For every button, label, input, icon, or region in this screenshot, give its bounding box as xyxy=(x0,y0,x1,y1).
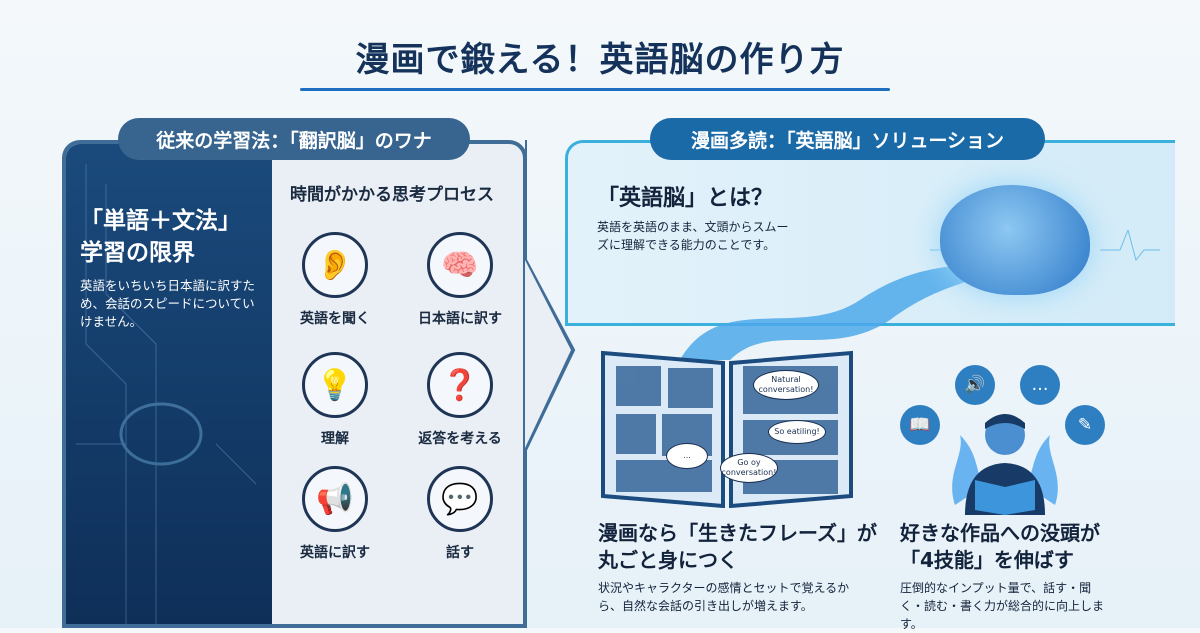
english-brain-description: 英語を英語のまま、文頭からスムーズに理解できる能力のことです。 xyxy=(597,220,789,252)
step-label: 英語に訳す xyxy=(300,545,370,561)
chat-icon: … xyxy=(1020,365,1060,405)
caption-living-phrases: 漫画なら「生きたフレーズ」が 丸ごと身につく 状況やキャラクターの感情とセットで… xyxy=(598,520,877,615)
megaphone-icon: 📢 xyxy=(302,466,368,532)
speech-bubble: Go oy conversation! xyxy=(720,453,778,483)
step-understand: 💡 理解 xyxy=(280,352,390,448)
brain-icon xyxy=(940,185,1090,295)
step-translate-english: 📢 英語に訳す xyxy=(280,466,390,562)
reading-person-icon xyxy=(952,414,1058,515)
step-think-reply: ❓ 返答を考える xyxy=(405,352,515,448)
caption-title-line1: 好きな作品への没頭が xyxy=(900,521,1100,545)
thinking-person-icon: ❓ xyxy=(427,352,493,418)
step-label: 日本語に訳す xyxy=(418,311,502,327)
speaker-icon: 🔊 xyxy=(955,365,995,405)
caption-four-skills: 好きな作品への没頭が 「4技能」を伸ばす 圧倒的なインプット量で、話す・聞く・読… xyxy=(900,520,1110,633)
speech-bubble: So eatiling! xyxy=(768,420,826,444)
english-brain-title: 「英語脳」とは？ xyxy=(597,186,774,211)
page-title: 漫画で鍛える！英語脳の作り方 xyxy=(355,40,845,80)
step-label: 話す xyxy=(446,545,474,561)
caption-title-line2: 「4技能」を伸ばす xyxy=(900,548,1074,572)
speaking-mouth-icon: 💬 xyxy=(427,466,493,532)
title-underline xyxy=(300,88,890,91)
caption-title-line1: 漫画なら「生きたフレーズ」が xyxy=(598,521,877,545)
limit-description: 英語をいちいち日本語に訳すため、会話のスピードについていけません。 xyxy=(80,278,256,329)
process-title: 時間がかかる思考プロセス xyxy=(290,185,494,205)
book-icon: 📖 xyxy=(900,405,940,445)
brain-icon: 🧠 xyxy=(427,232,493,298)
step-speak: 💬 話す xyxy=(405,466,515,562)
caption-title-line2: 丸ごと身につく xyxy=(598,548,738,572)
step-translate-japanese: 🧠 日本語に訳す xyxy=(405,232,515,328)
traditional-method-label: 従来の学習法：「翻訳脳」のワナ xyxy=(118,118,470,160)
circuit-pattern xyxy=(76,164,257,624)
caption-body: 圧倒的なインプット量で、話す・聞く・読む・書く力が総合的に向上します。 xyxy=(900,581,1105,631)
ear-icon: 👂 xyxy=(302,232,368,298)
step-label: 英語を聞く xyxy=(300,311,370,327)
panel-arrow-tip xyxy=(525,140,576,628)
limit-title-line1: 「単語＋文法」 xyxy=(80,208,241,234)
step-label: 理解 xyxy=(321,431,349,447)
step-label: 返答を考える xyxy=(418,431,502,447)
limit-title: 「単語＋文法」 学習の限界 xyxy=(80,205,241,269)
lightbulb-icon: 💡 xyxy=(302,352,368,418)
manga-solution-label: 漫画多読：「英語脳」ソリューション xyxy=(650,118,1045,160)
limit-section xyxy=(66,144,272,624)
step-listen: 👂 英語を聞く xyxy=(280,232,390,328)
caption-body: 状況やキャラクターの感情とセットで覚えるから、自然な会話の引き出しが増えます。 xyxy=(598,581,850,613)
limit-title-line2: 学習の限界 xyxy=(80,240,195,266)
manga-book-illustration: Natural conversation! So eatiling! ... G… xyxy=(598,348,856,508)
pencil-icon: ✎ xyxy=(1065,405,1105,445)
speech-bubble: Natural conversation! xyxy=(753,370,819,400)
speech-bubble: ... xyxy=(666,443,708,469)
